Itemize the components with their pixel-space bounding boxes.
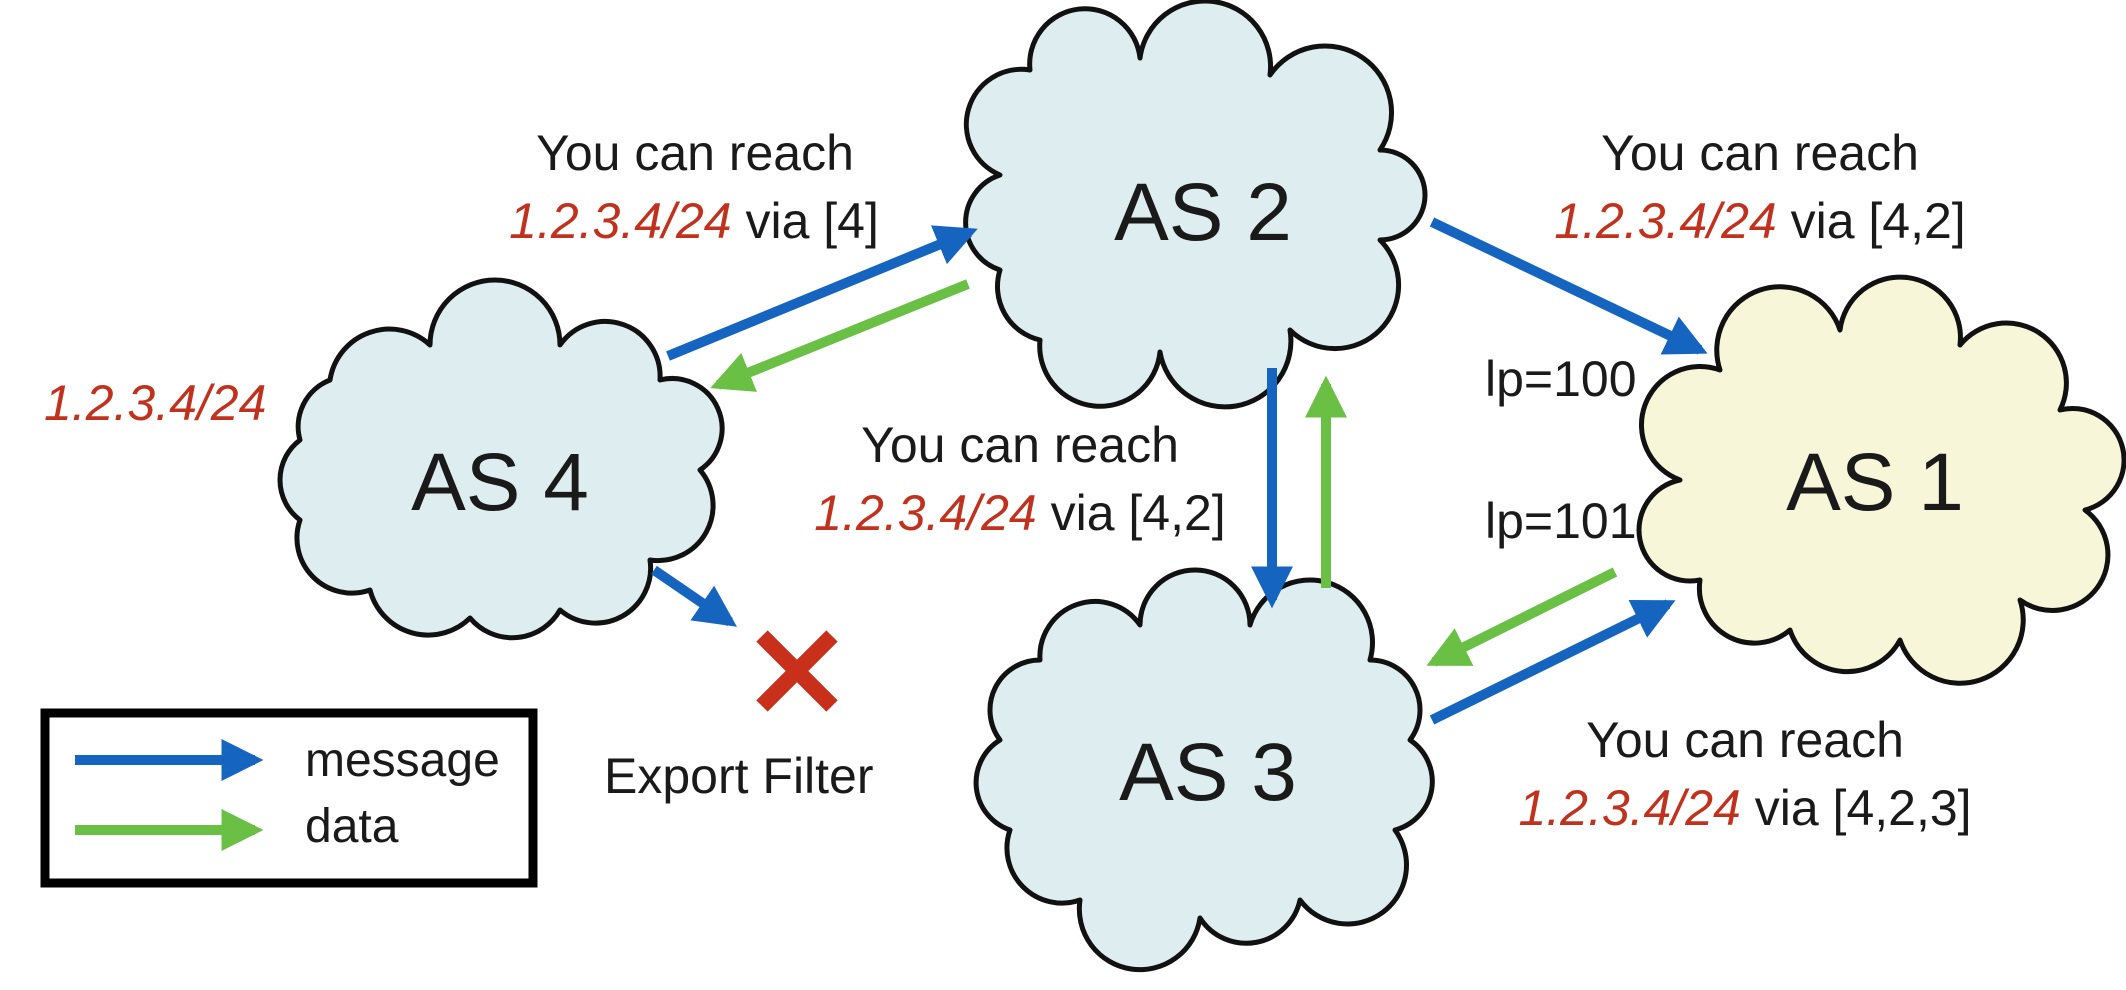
svg-text:1.2.3.4/24 via [4,2]: 1.2.3.4/24 via [4,2] — [814, 485, 1225, 541]
cloud-as4: AS 4 — [277, 277, 725, 641]
message-path: via [4,2,3] — [1741, 780, 1972, 836]
message-prefix: 1.2.3.4/24 — [1554, 193, 1776, 249]
message-line1: You can reach — [1586, 712, 1904, 768]
message-line1: You can reach — [536, 125, 854, 181]
message-arrow-as2-to-as1 — [1429, 217, 1708, 355]
cloud-as3: AS 3 — [973, 567, 1435, 973]
svg-text:1.2.3.4/24 via [4,2]: 1.2.3.4/24 via [4,2] — [1554, 193, 1965, 249]
data-arrow-as2-to-as4 — [710, 279, 970, 392]
export-filter-x-icon — [756, 630, 838, 712]
message-prefix: 1.2.3.4/24 — [1518, 780, 1740, 836]
message-label-as2-to-as3: You can reach 1.2.3.4/24 via [4,2] — [814, 417, 1225, 541]
as4-label: AS 4 — [411, 437, 589, 528]
message-path: via [4,2] — [1037, 485, 1226, 541]
local-pref-as2: lp=100 — [1485, 351, 1637, 407]
message-label-as2-to-as1: You can reach 1.2.3.4/24 via [4,2] — [1554, 125, 1965, 249]
local-pref-as3: lp=101 — [1485, 493, 1637, 549]
message-prefix: 1.2.3.4/24 — [814, 485, 1036, 541]
legend-box — [40, 708, 538, 888]
cloud-as1: AS 1 — [1636, 274, 2126, 686]
message-line1: You can reach — [861, 417, 1179, 473]
message-label-as4-to-as2: You can reach 1.2.3.4/24 via [4] — [509, 125, 879, 249]
cloud-as2: AS 2 — [963, 0, 1428, 410]
message-arrow-as4-to-as2 — [666, 225, 978, 361]
legend-data-label: data — [305, 800, 399, 853]
svg-text:1.2.3.4/24 via [4,2,3]: 1.2.3.4/24 via [4,2,3] — [1518, 780, 1971, 836]
message-arrow-as3-to-as1 — [1429, 599, 1676, 725]
svg-text:1.2.3.4/24 via [4]: 1.2.3.4/24 via [4] — [509, 193, 879, 249]
as3-label: AS 3 — [1119, 727, 1297, 818]
legend: message data — [40, 708, 538, 888]
as2-label: AS 2 — [1114, 167, 1292, 258]
message-path: via [4,2] — [1777, 193, 1966, 249]
message-path: via [4] — [732, 193, 879, 249]
as1-label: AS 1 — [1786, 437, 1964, 528]
data-arrow-as1-to-as3 — [1426, 567, 1618, 667]
message-prefix: 1.2.3.4/24 — [509, 193, 731, 249]
message-label-as3-to-as1: You can reach 1.2.3.4/24 via [4,2,3] — [1518, 712, 1971, 836]
legend-message-label: message — [305, 734, 500, 787]
export-filter-label: Export Filter — [604, 748, 874, 804]
message-line1: You can reach — [1601, 125, 1919, 181]
origin-prefix: 1.2.3.4/24 — [44, 375, 266, 431]
message-arrow-as4-export — [651, 565, 737, 627]
